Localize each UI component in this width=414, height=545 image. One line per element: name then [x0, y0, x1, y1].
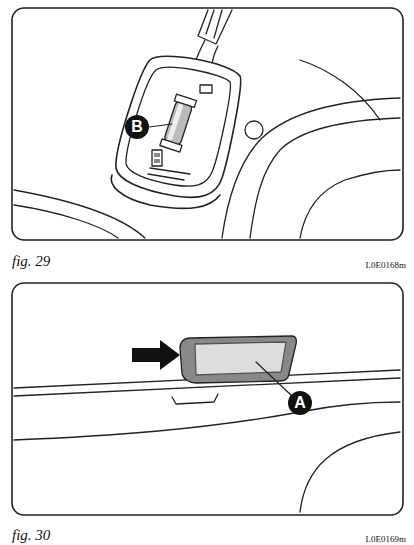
image-code: L0E0169m	[366, 534, 407, 544]
callout-text: B	[131, 119, 143, 135]
callout-text: A	[294, 395, 306, 411]
figure-number: fig. 30	[12, 527, 50, 544]
callout-letter: A	[288, 391, 312, 415]
callout-letter: B	[125, 115, 149, 139]
image-code: L0E0168m	[366, 260, 407, 270]
figure-number: fig. 29	[12, 253, 50, 270]
